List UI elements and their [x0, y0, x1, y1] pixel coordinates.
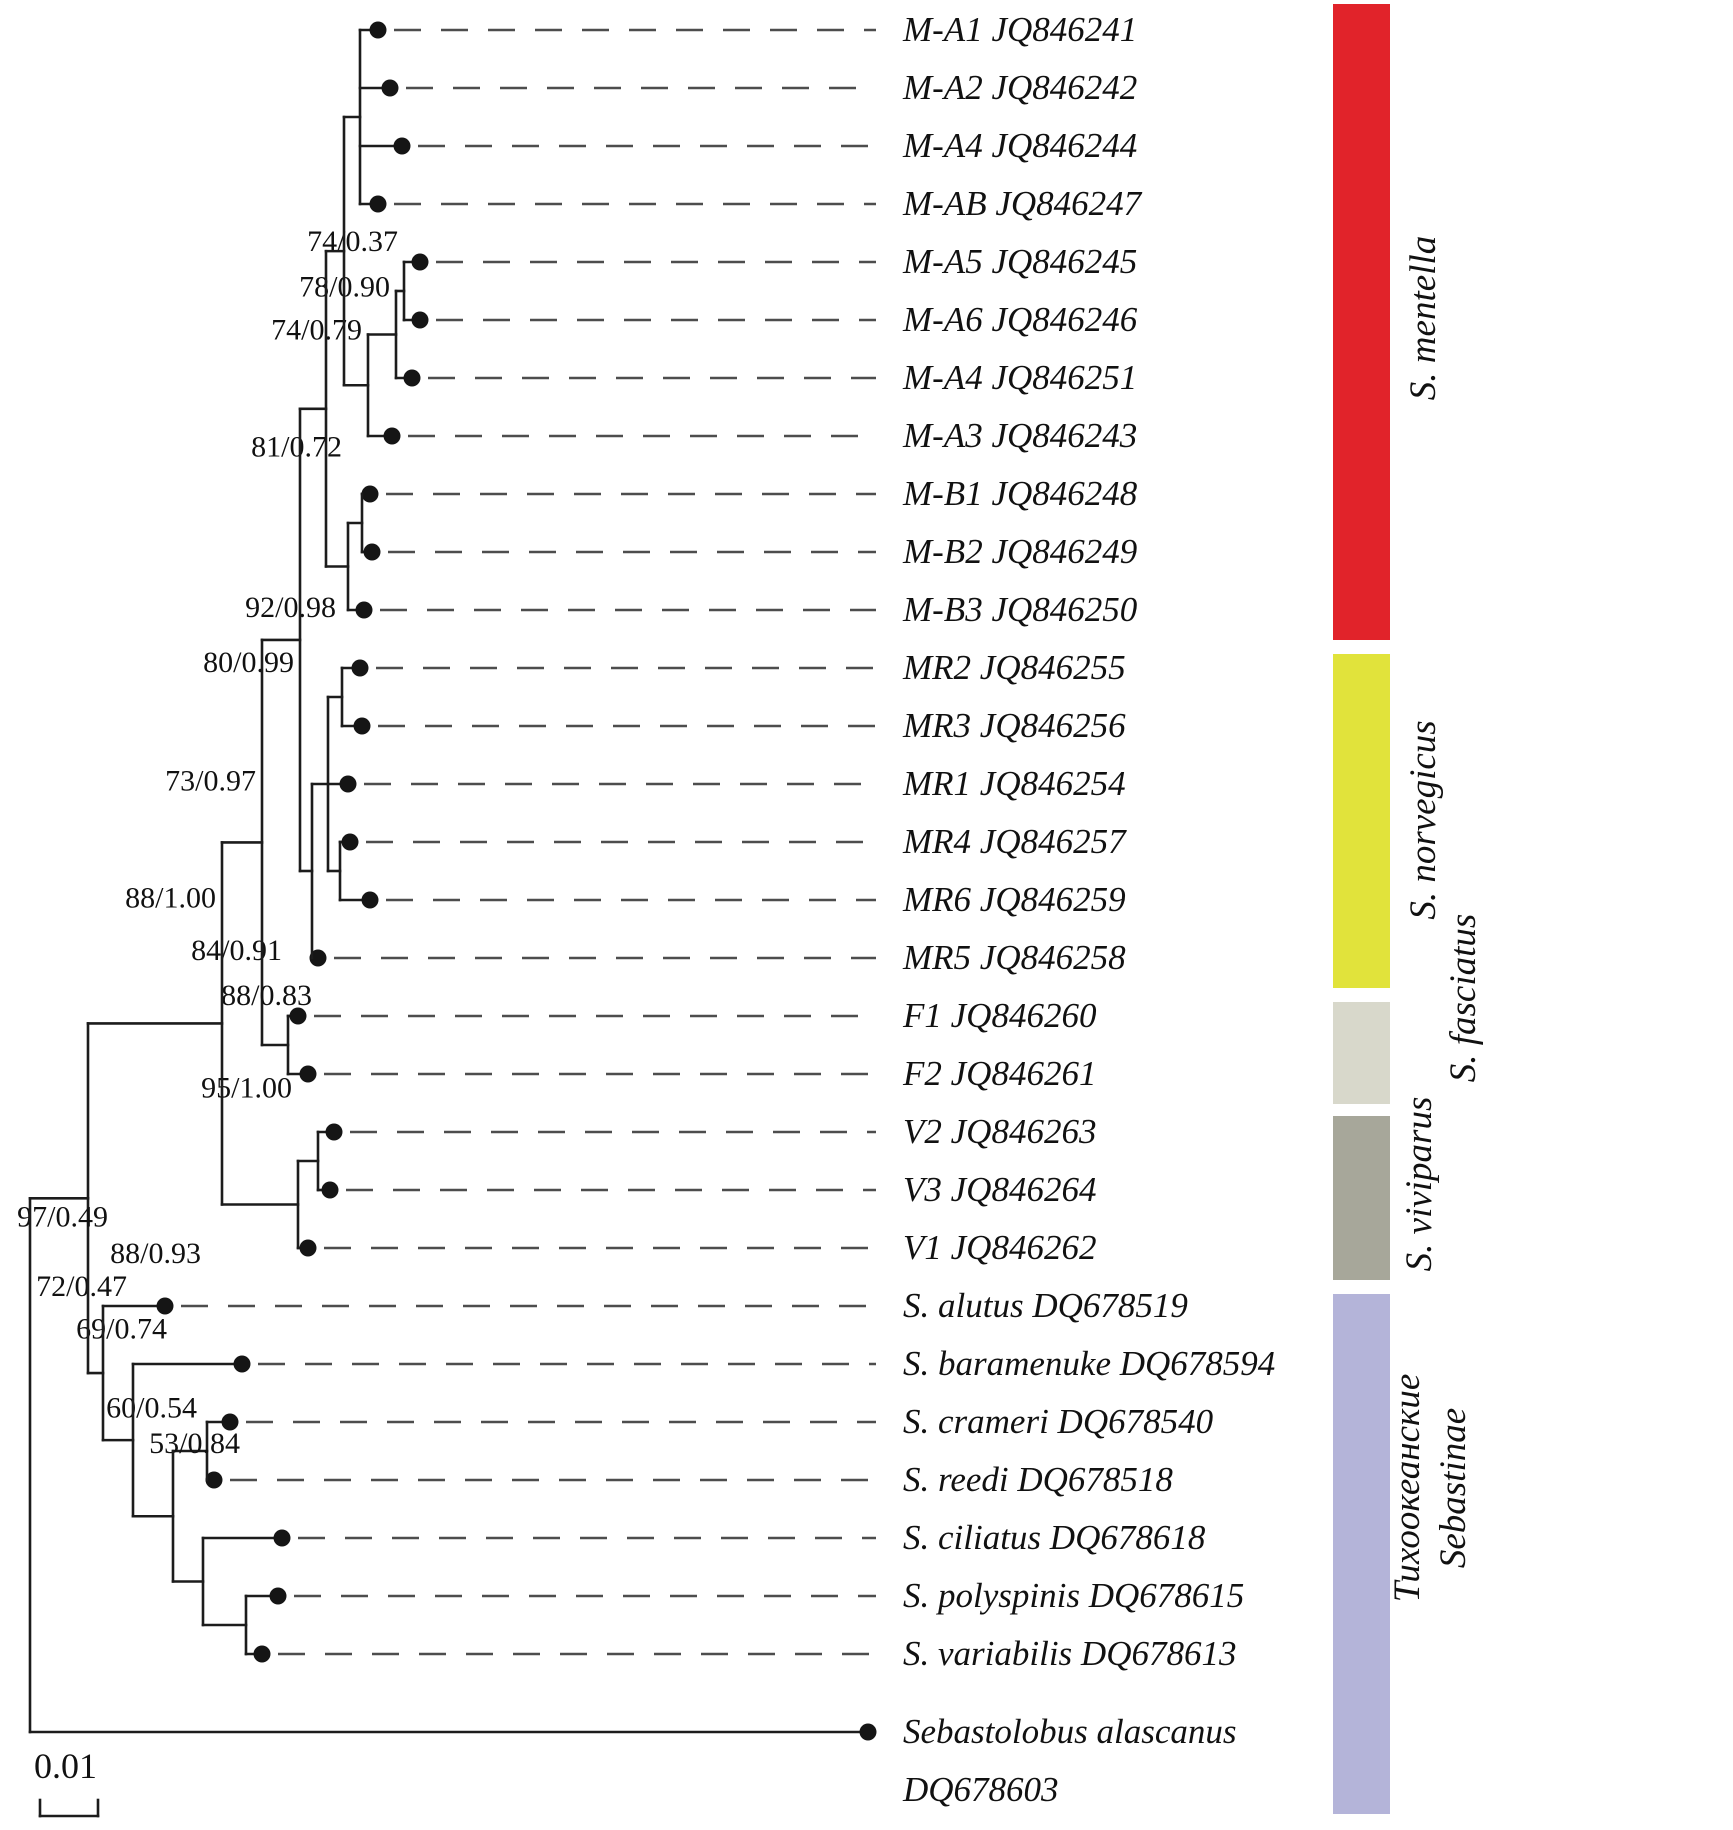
taxon-label: S. crameri DQ678540: [903, 1402, 1214, 1441]
tip-dot: [299, 1239, 317, 1257]
tip-dot: [859, 1723, 877, 1741]
tip-dot: [233, 1355, 251, 1373]
taxon-label: MR3 JQ846256: [903, 706, 1126, 745]
taxon-label: MR5 JQ846258: [903, 938, 1126, 977]
tip-dot: [411, 311, 429, 329]
support-value: 74/0.37: [307, 225, 398, 258]
taxon-label: V2 JQ846263: [903, 1112, 1097, 1151]
tip-dot: [289, 1007, 307, 1025]
taxon-label: F1 JQ846260: [903, 996, 1097, 1035]
taxon-label: MR4 JQ846257: [903, 822, 1126, 861]
taxon-label: MR2 JQ846255: [903, 648, 1126, 687]
taxon-label: S. ciliatus DQ678618: [903, 1518, 1206, 1557]
support-value: 95/1.00: [201, 1072, 292, 1105]
tip-dot: [299, 1065, 317, 1083]
support-value: 97/0.49: [17, 1200, 108, 1233]
tip-dot: [269, 1587, 287, 1605]
tip-dot: [383, 427, 401, 445]
tip-dot: [355, 601, 373, 619]
taxon-label: M-A4 JQ846251: [903, 358, 1138, 397]
scale-bar-label: 0.01: [34, 1746, 97, 1786]
tip-dot: [363, 543, 381, 561]
tip-dot: [341, 833, 359, 851]
support-value: 74/0.79: [271, 313, 362, 346]
taxon-label: M-B3 JQ846250: [903, 590, 1138, 629]
group-label: S. fasciatus: [1443, 913, 1484, 1083]
support-value: 88/1.00: [125, 881, 216, 914]
taxon-label: M-B1 JQ846248: [903, 474, 1138, 513]
tip-dot: [361, 891, 379, 909]
group-label: S. mentella: [1403, 235, 1444, 401]
taxon-label: M-A1 JQ846241: [903, 10, 1138, 49]
tip-dot: [156, 1297, 174, 1315]
tip-dot: [253, 1645, 271, 1663]
tip-dot: [411, 253, 429, 271]
tip-dot: [361, 485, 379, 503]
group-color-bar: [1333, 1002, 1390, 1104]
support-value: 73/0.97: [165, 764, 256, 797]
tip-dot: [273, 1529, 291, 1547]
taxon-label: V3 JQ846264: [903, 1170, 1097, 1209]
taxon-label: M-A6 JQ846246: [903, 300, 1138, 339]
taxon-label: M-A3 JQ846243: [903, 416, 1138, 455]
group-color-bar: [1333, 654, 1390, 988]
tip-dot: [393, 137, 411, 155]
taxon-label: S. polyspinis DQ678615: [903, 1576, 1245, 1615]
taxon-label: F2 JQ846261: [903, 1054, 1097, 1093]
support-value: 69/0.74: [76, 1312, 167, 1345]
tip-dot: [325, 1123, 343, 1141]
support-value: 84/0.91: [191, 934, 282, 967]
tip-dot: [369, 195, 387, 213]
tip-dot: [221, 1413, 239, 1431]
taxon-label: S. variabilis DQ678613: [903, 1634, 1237, 1673]
support-value: 80/0.99: [203, 646, 294, 679]
tip-dot: [339, 775, 357, 793]
tip-dot: [353, 717, 371, 735]
tip-dot: [351, 659, 369, 677]
taxon-label: M-AB JQ846247: [903, 184, 1142, 223]
tip-dot: [403, 369, 421, 387]
group-color-bar: [1333, 1116, 1390, 1280]
support-value: 88/0.83: [221, 979, 312, 1012]
group-color-bar: [1333, 4, 1390, 640]
taxon-label: S. alutus DQ678519: [903, 1286, 1188, 1325]
support-value: 60/0.54: [106, 1392, 197, 1425]
tip-dot: [369, 21, 387, 39]
taxon-label: V1 JQ846262: [903, 1228, 1097, 1267]
tip-dot: [381, 79, 399, 97]
support-value: 53/0.84: [149, 1427, 240, 1460]
taxon-label: M-A5 JQ846245: [903, 242, 1138, 281]
support-value: 88/0.93: [110, 1237, 201, 1270]
tip-dot: [309, 949, 327, 967]
taxon-label: M-A4 JQ846244: [903, 126, 1138, 165]
support-value: 81/0.72: [251, 431, 342, 464]
taxon-label: M-B2 JQ846249: [903, 532, 1138, 571]
group-label: S. norvegicus: [1403, 720, 1444, 920]
support-value: 92/0.98: [245, 591, 336, 624]
taxon-label: M-A2 JQ846242: [903, 68, 1138, 107]
support-value: 72/0.47: [36, 1270, 127, 1303]
group-label: S. viviparus: [1399, 1096, 1440, 1272]
group-color-bar: [1333, 1294, 1390, 1814]
tip-dot: [205, 1471, 223, 1489]
tip-dot: [321, 1181, 339, 1199]
taxon-label: S. baramenuke DQ678594: [903, 1344, 1276, 1383]
taxon-label: MR6 JQ846259: [903, 880, 1126, 919]
taxon-label: S. reedi DQ678518: [903, 1460, 1173, 1499]
taxon-label: MR1 JQ846254: [903, 764, 1126, 803]
